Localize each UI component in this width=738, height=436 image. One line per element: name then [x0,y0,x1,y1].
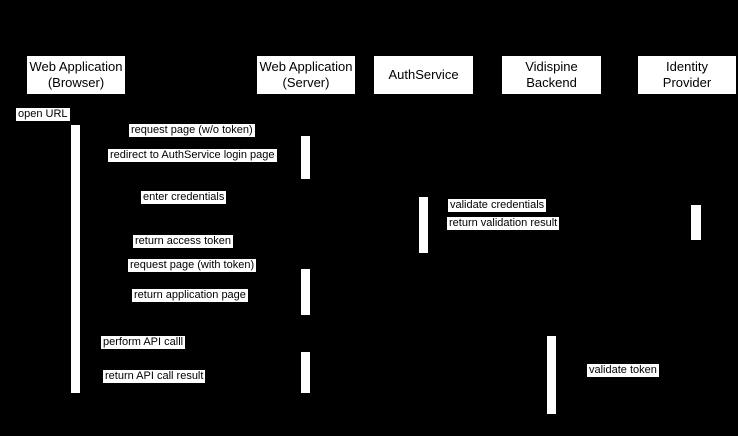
activation-bar-server-1 [301,136,310,179]
message-label-return-validation-result: return validation result [447,217,560,230]
message-label-return-application-page: return application page [132,289,248,302]
message-label-request-page-wo-token: request page (w/o token) [129,124,255,137]
message-label-validate-token: validate token [587,364,659,377]
message-label-request-page-with-token: request page (with token) [128,259,257,272]
activation-bar-authservice [419,197,428,253]
activation-bar-server-3 [301,352,310,393]
activation-bar-server-2 [301,269,310,315]
message-label-open-url: open URL [16,108,70,121]
message-label-return-api-call-result: return API call result [103,370,206,383]
activation-bar-browser [71,125,80,393]
participant-box-identity-provider: Identity Provider [638,56,736,94]
participant-box-web-application-server: Web Application (Server) [257,56,355,94]
message-label-enter-credentials: enter credentials [141,191,227,204]
participant-box-authservice: AuthService [374,56,473,94]
message-label-perform-api-call: perform API calll [101,336,186,349]
participant-box-vidispine-backend: Vidispine Backend [502,56,601,94]
activation-bar-vidispine [547,336,556,414]
message-label-return-access-token: return access token [133,235,233,248]
participant-box-web-application-browser: Web Application (Browser) [27,56,125,94]
message-label-validate-credentials: validate credentials [448,199,547,212]
activation-bar-identity-provider [691,205,701,240]
message-label-redirect-to-authservice-login-page: redirect to AuthService login page [108,149,277,162]
